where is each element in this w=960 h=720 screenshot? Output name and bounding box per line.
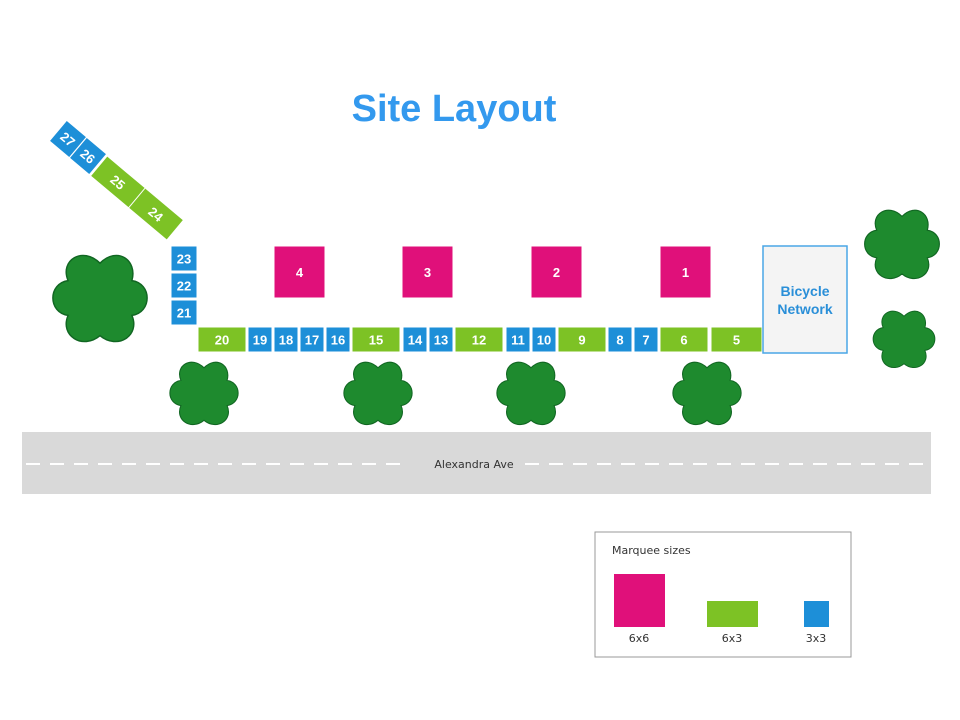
stall-3-label: 3 — [424, 265, 431, 280]
stall-12-label: 12 — [472, 333, 486, 348]
stall-26: 26 — [68, 136, 108, 176]
stall-15-label: 15 — [369, 333, 383, 348]
stall-13-label: 13 — [434, 333, 448, 348]
stall-27: 27 — [48, 119, 88, 159]
stall-6-box — [659, 326, 709, 353]
stall-11-label: 11 — [511, 333, 525, 348]
stall-4-label: 4 — [296, 265, 304, 280]
stall-5: 5 — [710, 326, 763, 353]
stall-18-label: 18 — [279, 333, 293, 348]
stall-9: 9 — [557, 326, 607, 353]
stall-8-box — [607, 326, 633, 353]
legend-swatch-6x6 — [614, 574, 665, 627]
stall-19-box — [247, 326, 273, 353]
stall-5-box — [710, 326, 763, 353]
bicycle-network-box — [762, 245, 848, 354]
legend-swatch-3x3 — [804, 601, 829, 627]
tree-icon — [169, 361, 239, 426]
stall-3-box — [401, 245, 454, 299]
stall-2: 2 — [530, 245, 583, 299]
stall-11: 11 — [505, 326, 531, 353]
stall-20: 20 — [197, 326, 247, 353]
stall-13-box — [428, 326, 454, 353]
stall-20-box — [197, 326, 247, 353]
tree-icon — [872, 310, 936, 369]
page-title: Site Layout — [351, 88, 557, 130]
stall-4: 4 — [273, 245, 326, 299]
stall-10-box — [531, 326, 557, 353]
stall-18-box — [273, 326, 299, 353]
stall-15: 15 — [351, 326, 401, 353]
stall-21: 21 — [170, 299, 198, 326]
stall-13: 13 — [428, 326, 454, 353]
tree-icon — [672, 361, 742, 426]
stall-19: 19 — [247, 326, 273, 353]
stall-16-label: 16 — [331, 333, 345, 348]
stall-21-box — [170, 299, 198, 326]
road: Alexandra Ave — [22, 432, 931, 494]
stall-23: 23 — [170, 245, 198, 272]
stall-18: 18 — [273, 326, 299, 353]
road-name: Alexandra Ave — [434, 458, 514, 471]
tree-icon — [496, 361, 566, 426]
stall-9-label: 9 — [578, 333, 585, 348]
stall-17-label: 17 — [305, 333, 319, 348]
stall-7: 7 — [633, 326, 659, 353]
stall-16: 16 — [325, 326, 351, 353]
stall-16-box — [325, 326, 351, 353]
stall-2-label: 2 — [553, 265, 560, 280]
stall-26-box — [68, 136, 108, 176]
legend-label-6x3: 6x3 — [722, 632, 743, 645]
stall-14: 14 — [402, 326, 428, 353]
legend-swatch-6x3 — [707, 601, 758, 627]
stall-7-box — [633, 326, 659, 353]
stall-1-box — [659, 245, 712, 299]
tree-icon — [52, 254, 148, 343]
stall-6: 6 — [659, 326, 709, 353]
stall-24: 24 — [127, 187, 185, 241]
stall-4-box — [273, 245, 326, 299]
stall-17: 17 — [299, 326, 325, 353]
stall-22: 22 — [170, 272, 198, 299]
legend: Marquee sizes 6x6 6x3 3x3 — [594, 531, 852, 658]
stall-1: 1 — [659, 245, 712, 299]
stall-17-box — [299, 326, 325, 353]
stall-21-label: 21 — [177, 306, 191, 321]
stall-12: 12 — [454, 326, 504, 353]
stall-3: 3 — [401, 245, 454, 299]
stall-6-label: 6 — [680, 333, 687, 348]
bicycle-network: Bicycle Network — [762, 245, 848, 354]
stall-1-label: 1 — [682, 265, 689, 280]
bicycle-network-line2: Network — [777, 301, 832, 317]
stall-14-label: 14 — [408, 333, 423, 348]
stall-7-label: 7 — [642, 333, 649, 348]
stall-12-box — [454, 326, 504, 353]
stall-8-label: 8 — [616, 333, 623, 348]
stall-20-label: 20 — [215, 333, 229, 348]
stall-23-label: 23 — [177, 252, 191, 267]
stall-2-box — [530, 245, 583, 299]
stall-8: 8 — [607, 326, 633, 353]
stall-9-box — [557, 326, 607, 353]
tree-icon — [864, 209, 940, 280]
stall-23-box — [170, 245, 198, 272]
stall-14-box — [402, 326, 428, 353]
stall-15-box — [351, 326, 401, 353]
stall-5-label: 5 — [733, 333, 740, 348]
tree-icon — [343, 361, 413, 426]
bicycle-network-line1: Bicycle — [780, 283, 829, 299]
stall-25: 25 — [89, 155, 147, 209]
stall-11-box — [505, 326, 531, 353]
stall-10-label: 10 — [537, 333, 551, 348]
legend-title: Marquee sizes — [612, 544, 691, 557]
stall-22-label: 22 — [177, 279, 191, 294]
stall-22-box — [170, 272, 198, 299]
stall-10: 10 — [531, 326, 557, 353]
stall-19-label: 19 — [253, 333, 267, 348]
legend-label-6x6: 6x6 — [629, 632, 650, 645]
stall-24-box — [127, 187, 185, 241]
legend-label-3x3: 3x3 — [806, 632, 827, 645]
